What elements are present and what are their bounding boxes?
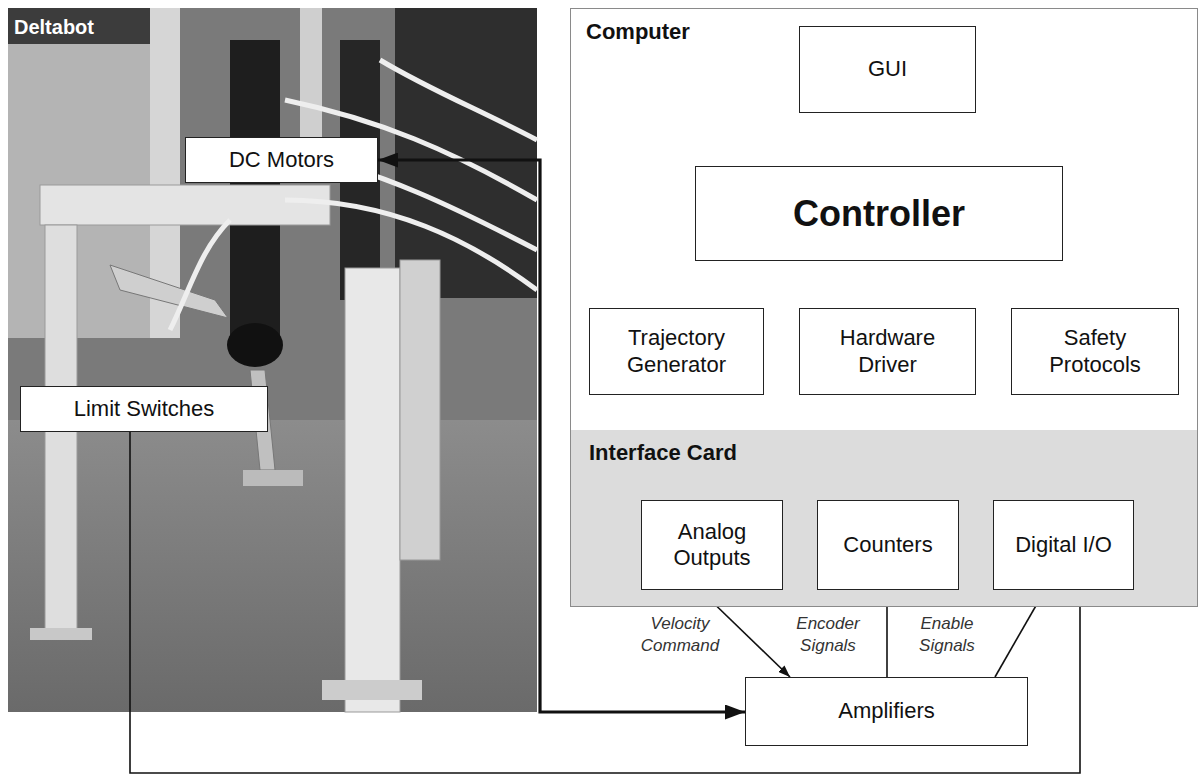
box-label: DC Motors <box>229 147 334 173</box>
photo-ground <box>8 8 537 712</box>
dark-corner <box>8 8 158 44</box>
process-box: Hardware Driver <box>799 308 976 395</box>
photo-panel: Deltabot DC MotorsLimit Switches <box>8 8 537 712</box>
signal-label: Encoder Signals <box>778 613 878 657</box>
rear-column <box>400 260 440 560</box>
column-plate <box>322 680 422 700</box>
group-heading: Interface Card <box>589 440 737 466</box>
group-heading: Computer <box>586 19 690 45</box>
process-box: Counters <box>817 500 959 590</box>
callout-box: DC Motors <box>185 137 378 183</box>
process-box: Safety Protocols <box>1011 308 1179 395</box>
process-box: Trajectory Generator <box>589 308 764 395</box>
group-band: Interface CardAnalog Outputs Counters Digi… <box>570 430 1198 607</box>
signal-label: Velocity Command <box>630 613 730 657</box>
dark-window <box>395 8 537 298</box>
frame-beam <box>40 185 330 225</box>
process-box: Analog Outputs <box>641 500 783 590</box>
process-box: Controller <box>695 166 1063 261</box>
cables <box>170 60 537 330</box>
arm-link <box>110 265 228 318</box>
frame-column <box>345 268 400 712</box>
box-label: GUI <box>868 56 907 82</box>
box-label: Amplifiers <box>838 698 935 724</box>
motor-cap <box>227 323 283 367</box>
process-box: Digital I/O <box>993 500 1134 590</box>
box-label: Digital I/O <box>1015 532 1112 558</box>
group-panel: ComputerGUI ControllerTrajectory Generato… <box>570 8 1198 430</box>
box-label: Safety Protocols <box>1020 325 1170 378</box>
shaft <box>300 8 322 138</box>
box-label: Trajectory Generator <box>598 325 755 378</box>
box-label: Counters <box>843 532 932 558</box>
box-label: Limit Switches <box>74 396 215 422</box>
signal-label: Enable Signals <box>898 613 996 657</box>
box-label: Analog Outputs <box>650 519 774 572</box>
box-label: Controller <box>793 192 965 235</box>
end-effector <box>243 470 303 486</box>
box-label: Hardware Driver <box>808 325 967 378</box>
process-box: Amplifiers <box>745 677 1028 746</box>
group-heading: Deltabot <box>14 16 94 39</box>
callout-box: Limit Switches <box>20 386 268 432</box>
process-box: GUI <box>799 26 976 113</box>
leg-plate <box>30 628 92 640</box>
